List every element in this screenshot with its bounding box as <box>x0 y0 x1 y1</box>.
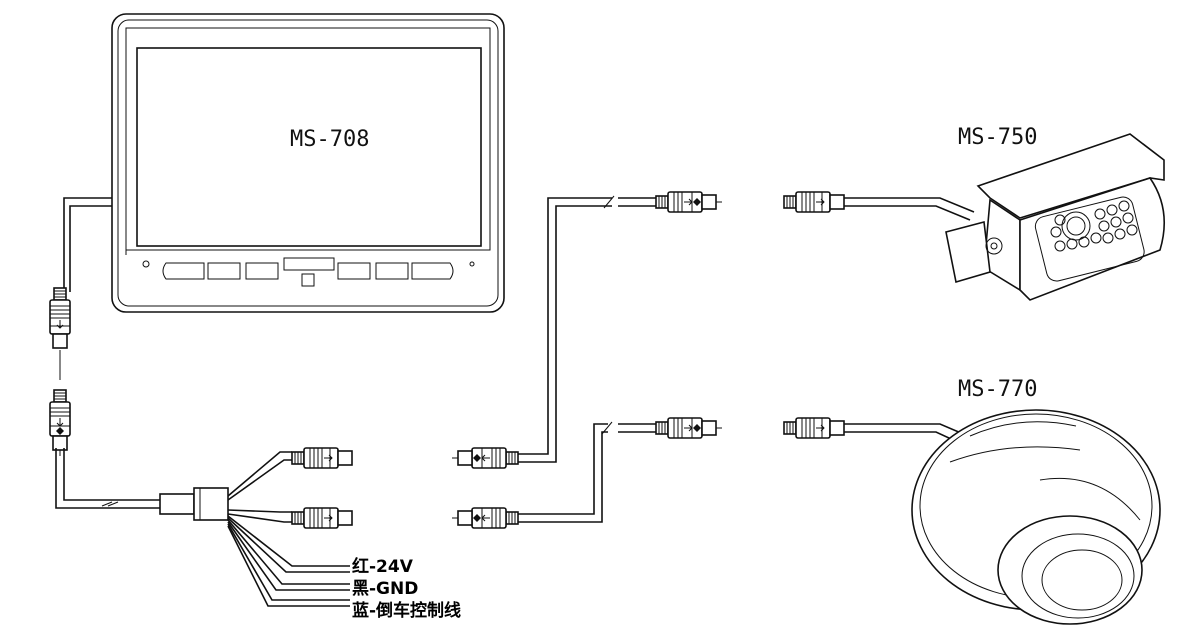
camera-ms770-label: MS-770 <box>958 377 1037 402</box>
monitor: MS-708 <box>111 13 505 313</box>
splitter <box>159 451 350 607</box>
wire-label-red-24v: 红-24V <box>352 556 414 577</box>
wire-labels: 红-24V 黑-GND 蓝-倒车控制线 <box>352 556 461 621</box>
wire-label-black-gnd: 黑-GND <box>352 579 418 599</box>
camera-ms750: MS-750 <box>945 125 1166 301</box>
monitor-cable <box>49 197 160 509</box>
monitor-buttons <box>162 257 454 287</box>
wire-label-blue-reverse: 蓝-倒车控制线 <box>352 600 461 621</box>
monitor-model-label: MS-708 <box>290 127 369 152</box>
extension-cable-1 <box>518 195 656 463</box>
camera-ms770: MS-770 <box>911 377 1161 625</box>
extension-cable-2 <box>518 421 656 523</box>
camera-ms750-label: MS-750 <box>958 125 1037 150</box>
power-led <box>142 260 150 268</box>
